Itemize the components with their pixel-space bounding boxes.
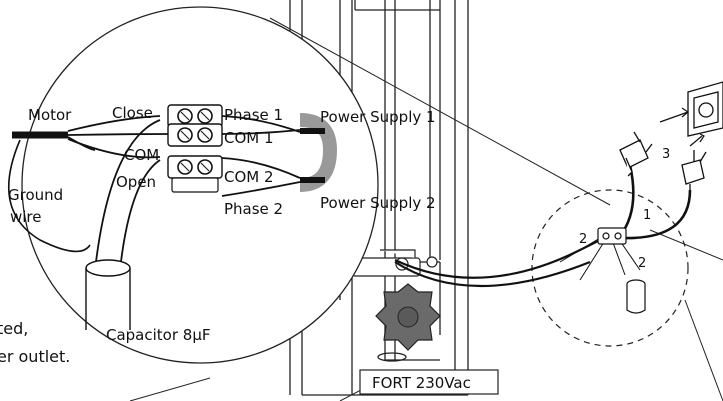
callout-3: 3 — [662, 147, 670, 162]
wall-outlet — [687, 81, 723, 137]
arrows — [659, 107, 705, 147]
zoom-lines — [129, 17, 723, 401]
label-motor: Motor — [28, 106, 72, 124]
plug-1 — [619, 131, 653, 177]
label-open: Open — [116, 173, 156, 191]
label-com2: COM 2 — [224, 168, 274, 186]
terminal-block-phase1 — [167, 104, 223, 128]
caption-line1: ted, — [0, 319, 28, 338]
callout-1: 1 — [643, 208, 651, 223]
label-ground-2: wire — [10, 208, 42, 226]
capacitor-icon — [85, 259, 131, 330]
terminal-block-com — [167, 123, 223, 147]
label-com1: COM 1 — [224, 129, 274, 147]
terminal-block-phase2 — [167, 155, 223, 193]
label-phase2: Phase 2 — [224, 200, 283, 218]
model-label: FORT 230Vac — [372, 374, 471, 392]
plug-2 — [681, 150, 707, 192]
small-terminal — [597, 227, 627, 245]
callout-2a: 2 — [579, 232, 587, 247]
callout-2b: 2 — [638, 256, 646, 271]
label-close: Close — [112, 104, 153, 122]
label-phase1: Phase 1 — [224, 106, 283, 124]
caption-line2: er outlet. — [0, 347, 70, 366]
knob — [375, 283, 441, 351]
label-power-supply-2: Power Supply 2 — [320, 194, 436, 212]
wires — [8, 115, 325, 271]
label-capacitor: Capacitor 8μF — [106, 326, 211, 344]
small-capacitor — [626, 279, 646, 314]
small-wires — [559, 237, 641, 281]
label-com-left: COM — [124, 146, 159, 164]
label-ground-1: Ground — [8, 186, 63, 204]
label-power-supply-1: Power Supply 1 — [320, 108, 436, 126]
model-label-box — [359, 369, 499, 395]
dashed-zoom-circle — [531, 189, 689, 347]
